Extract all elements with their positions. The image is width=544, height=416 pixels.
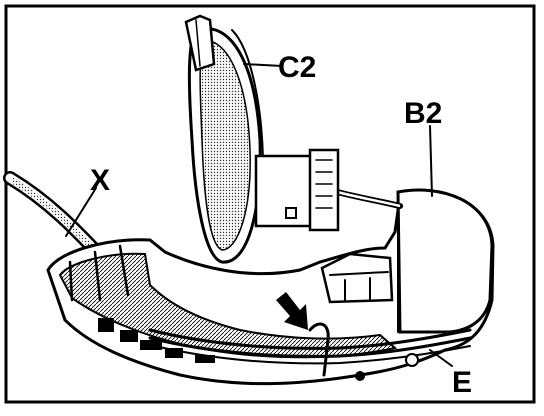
module-b2 (327, 187, 494, 334)
clock-spring-c2 (184, 14, 340, 264)
base-housing (46, 191, 495, 386)
label-c2: C2 (278, 51, 316, 84)
label-x: X (90, 164, 110, 197)
label-e: E (452, 366, 472, 399)
label-b2: B2 (404, 97, 442, 130)
figure-frame (4, 4, 536, 404)
leader-lines (65, 63, 453, 367)
direction-arrow (276, 292, 308, 330)
